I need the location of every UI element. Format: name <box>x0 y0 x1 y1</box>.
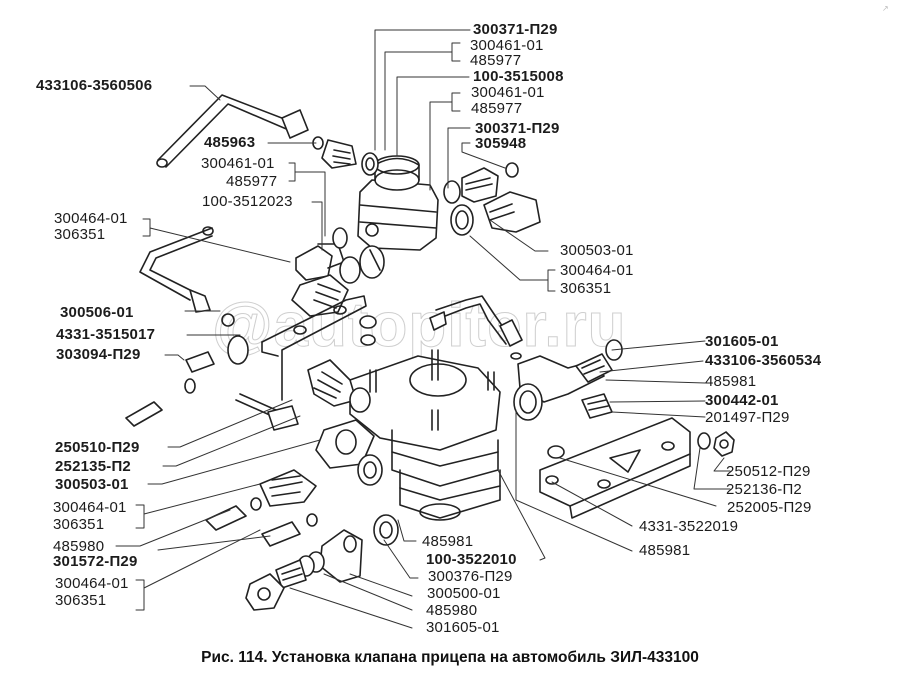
center-nut-washer <box>359 315 377 346</box>
part-label: 300371-П29 <box>473 21 558 38</box>
part-label: 100-3522010 <box>426 551 517 568</box>
part-label: 300461-01 <box>470 37 544 54</box>
part-label: 252005-П29 <box>727 499 812 516</box>
part-label: 300461-01 <box>471 84 545 101</box>
tube-left-u <box>139 226 235 327</box>
part-label: 250512-П29 <box>726 463 811 480</box>
tube-433106-3560506 <box>156 94 309 168</box>
part-label: 485981 <box>639 542 691 559</box>
part-label: 300464-01 <box>560 262 634 279</box>
part-label: 301572-П29 <box>53 553 138 570</box>
part-label: 300500-01 <box>427 585 501 602</box>
part-label: 4331-3522019 <box>639 518 739 535</box>
part-label: 300461-01 <box>201 155 275 172</box>
part-label: 100-3512023 <box>202 193 293 210</box>
part-label: 306351 <box>55 592 107 609</box>
part-label: 485977 <box>471 100 523 117</box>
part-label: 485977 <box>470 52 522 69</box>
part-label: 4331-3515017 <box>56 326 156 343</box>
tube-433106-3560534 <box>429 295 523 360</box>
part-label: 300506-01 <box>60 304 134 321</box>
corner-mark: ↗ <box>882 4 889 13</box>
part-label: 300503-01 <box>55 476 129 493</box>
part-label: 306351 <box>53 516 105 533</box>
part-label: 252135-П2 <box>55 458 131 475</box>
part-label: 300464-01 <box>55 575 129 592</box>
watermark: @autopiter.ru <box>212 291 627 361</box>
part-label: 300464-01 <box>53 499 127 516</box>
part-label: 433106-3560506 <box>36 77 153 94</box>
part-label: 485981 <box>422 533 474 550</box>
part-label: 300442-01 <box>705 392 779 409</box>
part-label: 485980 <box>426 602 478 619</box>
part-label: 433106-3560534 <box>705 352 822 369</box>
right-nut-washer <box>697 431 735 457</box>
upper-fittings-right <box>443 162 541 236</box>
leader-lines <box>115 29 731 629</box>
part-label: 306351 <box>54 226 106 243</box>
part-label: 300376-П29 <box>428 568 513 585</box>
part-label: 301605-01 <box>426 619 500 636</box>
bracket-4331-3515017 <box>227 295 367 401</box>
part-label: 301605-01 <box>705 333 779 350</box>
lower-valve-body <box>349 349 501 521</box>
part-label: 250510-П29 <box>55 439 140 456</box>
part-label: 303094-П29 <box>56 346 141 363</box>
part-label: 300503-01 <box>560 242 634 259</box>
part-label: 300371-П29 <box>475 120 560 137</box>
part-label: 201497-П29 <box>705 409 790 426</box>
bracket-4331-3522019 <box>539 417 691 519</box>
part-label: 485980 <box>53 538 105 555</box>
part-label: 485977 <box>226 173 278 190</box>
part-label: 306351 <box>560 280 612 297</box>
part-label: 485963 <box>204 134 256 151</box>
lower-fittings-left <box>125 351 399 611</box>
part-label: 485981 <box>705 373 757 390</box>
part-label: 300464-01 <box>54 210 128 227</box>
figure-caption: Рис. 114. Установка клапана прицепа на а… <box>201 649 699 666</box>
part-label: 252136-П2 <box>726 481 802 498</box>
part-label: 305948 <box>475 135 527 152</box>
part-label: 100-3515008 <box>473 68 564 85</box>
